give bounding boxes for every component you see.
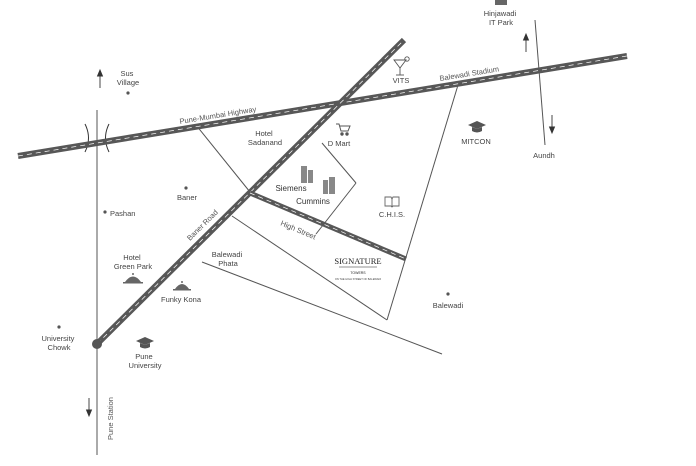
hinjawadi-label: Hinjawadi IT Park	[484, 9, 519, 27]
signature-towers-logo: SIGNATURE TOWERS ON THE HIGH STREET OF B…	[334, 256, 381, 281]
dmart-road	[321, 142, 357, 184]
cart-icon	[336, 123, 351, 136]
cloche-icon	[173, 281, 191, 291]
graduation-cap-icon	[136, 337, 154, 349]
aundh-label: Aundh	[533, 151, 555, 160]
university-chowk-junction	[92, 339, 102, 349]
arrow-up-icon	[96, 68, 104, 88]
cloche-icon	[123, 273, 143, 284]
stadium-link-road	[231, 215, 388, 321]
pune-station-label: Pune Station	[106, 397, 115, 440]
logo-sub: TOWERS	[350, 271, 366, 275]
aundh-road	[534, 19, 546, 146]
sus-village-label: Sus Village	[117, 69, 139, 87]
pashan-dot	[103, 210, 107, 214]
major-roads	[17, 37, 628, 347]
hotel-sadanand-road	[195, 124, 251, 193]
book-icon	[384, 196, 400, 208]
siemens-label: Siemens	[275, 184, 306, 193]
logo-tagline: ON THE HIGH STREET OF BALEWADI	[335, 277, 381, 281]
cummins-label: Cummins	[296, 197, 330, 206]
building-icon	[301, 166, 335, 194]
pune-university-label: Pune University	[129, 352, 162, 370]
mitcon-label: MITCON	[461, 137, 491, 146]
mitcon-road	[386, 84, 459, 321]
chis-label: C.H.I.S.	[379, 210, 405, 219]
balewadi-dot	[446, 292, 450, 296]
cummins-road	[315, 182, 357, 235]
hotel-sadanand-label: Hotel Sadanand	[248, 129, 282, 147]
dmart-label: D Mart	[328, 139, 351, 148]
arrow-down-icon	[548, 115, 556, 135]
hotel-green-park-label: Hotel Green Park	[114, 253, 153, 271]
logo-title: SIGNATURE	[334, 256, 381, 266]
balewadi-phata-road	[201, 261, 443, 355]
pashan-label: Pashan	[110, 209, 135, 218]
martini-icon	[393, 56, 410, 76]
funky-kona-label: Funky Kona	[161, 295, 202, 304]
building-icon	[495, 0, 507, 5]
baner-label: Baner	[177, 193, 198, 202]
arrow-up-icon	[522, 32, 530, 52]
graduation-cap-icon	[468, 121, 486, 133]
university-chowk-label: University Chowk	[41, 334, 76, 352]
university-chowk-dot	[57, 325, 61, 329]
minor-roads	[96, 19, 546, 455]
direction-arrows	[85, 32, 556, 418]
sus-village-dot	[126, 91, 130, 95]
arrow-down-icon	[85, 398, 93, 418]
baner-dot	[184, 186, 188, 190]
bridge-marks	[84, 123, 110, 153]
vits-label: VITS	[393, 76, 410, 85]
balewadi-label: Balewadi	[433, 301, 464, 310]
balewadi-phata-label: Balewadi Phata	[212, 250, 245, 268]
